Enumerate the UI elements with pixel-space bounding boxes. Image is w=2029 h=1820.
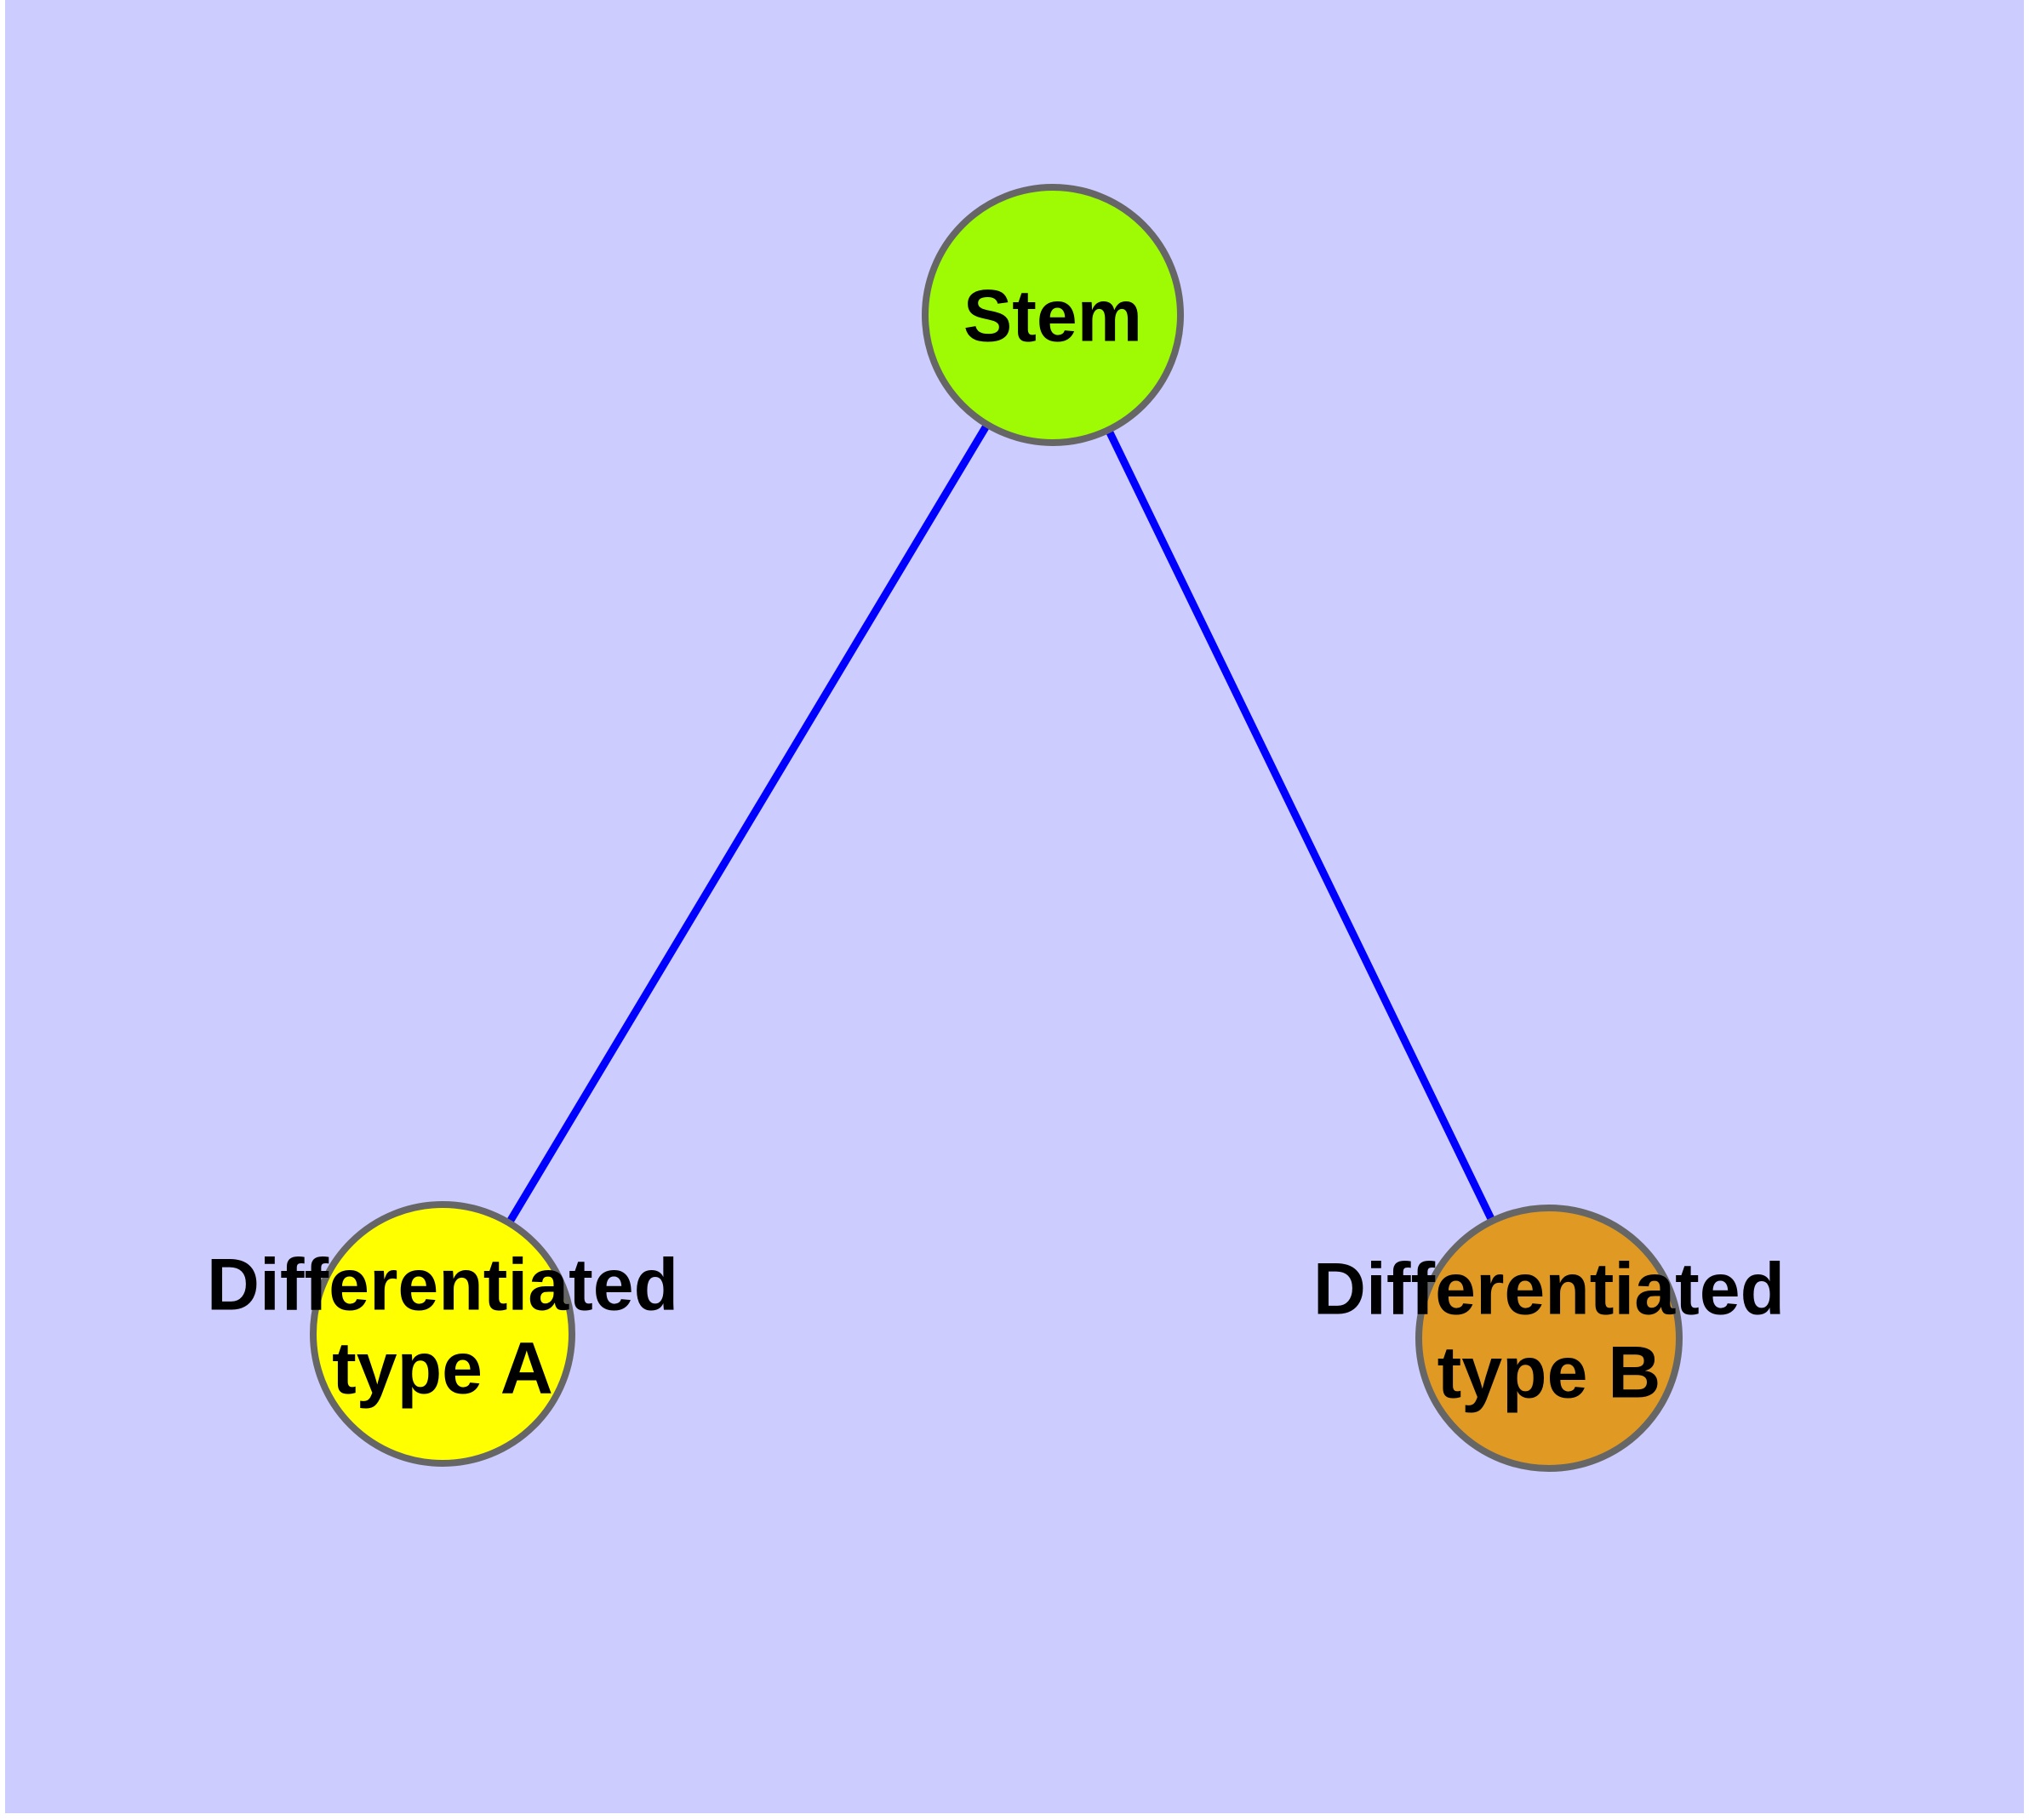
graph-svg: Stem Differentiated type A Differentiate…: [207, 184, 1785, 1472]
edge-stem-to-differentiated-type-a[interactable]: [439, 312, 1056, 1336]
edge-layer: [439, 312, 1553, 1340]
edge-stem-to-differentiated-type-b[interactable]: [1049, 313, 1553, 1340]
node-stem-circle[interactable]: [922, 184, 1184, 446]
node-layer: [310, 184, 1683, 1472]
diagram-plot-area: Stem Differentiated type A Differentiate…: [5, 0, 2024, 1813]
node-differentiated-type-b-label-line2: type B: [1437, 1332, 1661, 1414]
node-differentiated-type-a-circle[interactable]: [310, 1201, 575, 1467]
node-differentiated-type-b-label-line1: Differentiated: [1313, 1249, 1785, 1331]
node-differentiated-type-b-circle[interactable]: [1415, 1205, 1683, 1472]
node-differentiated-type-a-label-line2: type A: [332, 1328, 553, 1410]
label-layer: Stem Differentiated type A Differentiate…: [207, 276, 1785, 1414]
node-stem-label: Stem: [963, 276, 1142, 358]
node-differentiated-type-a-label-line1: Differentiated: [207, 1245, 678, 1326]
